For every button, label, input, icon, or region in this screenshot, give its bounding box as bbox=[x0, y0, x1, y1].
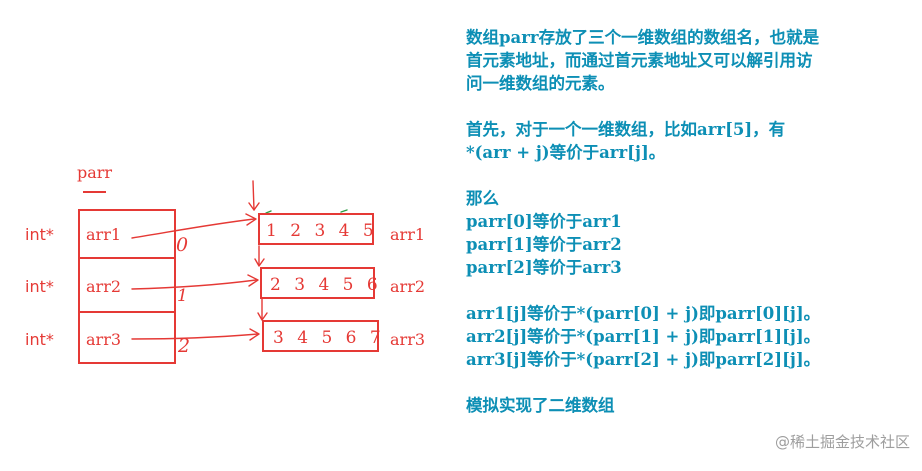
index-mark: 1 bbox=[177, 286, 188, 306]
array-name: arr3 bbox=[390, 330, 425, 349]
small-mark bbox=[340, 209, 348, 213]
note-line: parr[0]等价于arr1 bbox=[466, 212, 622, 231]
array-values: 3 4 5 6 7 bbox=[273, 328, 385, 348]
array-box bbox=[258, 213, 374, 245]
arrow-line bbox=[131, 218, 255, 239]
arrow-head bbox=[249, 328, 260, 341]
note-line: *(arr + j)等价于arr[j]。 bbox=[466, 143, 666, 162]
note-line: 数组parr存放了三个一维数组的数组名，也就是 bbox=[466, 28, 820, 47]
pointer-stroke-head bbox=[254, 258, 265, 267]
note-line: parr[1]等价于arr2 bbox=[466, 235, 622, 254]
arrow-head bbox=[245, 213, 257, 226]
parr-label: parr bbox=[77, 163, 112, 182]
array-name: arr1 bbox=[390, 225, 425, 244]
note-line: 那么 bbox=[466, 189, 499, 208]
note-gap bbox=[466, 371, 916, 394]
note-line: arr1[j]等价于*(parr[0] + j)即parr[0][j]。 bbox=[466, 304, 821, 323]
note-gap bbox=[466, 279, 916, 302]
parr-slot-label: arr3 bbox=[86, 330, 121, 349]
watermark: @稀土掘金技术社区 bbox=[774, 433, 910, 451]
pointer-array-diagram: parr int* int* int* arr1 arr2 arr3 0 1 2… bbox=[25, 163, 425, 364]
note-line: arr2[j]等价于*(parr[1] + j)即parr[1][j]。 bbox=[466, 327, 821, 346]
arrow-line bbox=[131, 333, 259, 340]
index-mark: 0 bbox=[176, 234, 188, 256]
note-line: 首元素地址，而通过首元素地址又可以解引用访 bbox=[466, 51, 813, 70]
array-values: 1 2 3 4 5 bbox=[266, 221, 378, 241]
note-line: 首先，对于一个一维数组，比如arr[5]，有 bbox=[466, 120, 786, 139]
array-box bbox=[260, 267, 375, 299]
note-line: 问一维数组的元素。 bbox=[466, 74, 615, 93]
explanation-notes: 数组parr存放了三个一维数组的数组名，也就是 首元素地址，而通过首元素地址又可… bbox=[466, 26, 916, 417]
array-values: 2 3 4 5 6 bbox=[270, 275, 382, 295]
note-gap bbox=[466, 95, 916, 118]
parr-box bbox=[78, 209, 176, 364]
note-line: arr3[j]等价于*(parr[2] + j)即parr[2][j]。 bbox=[466, 350, 821, 369]
row-type-label: int* bbox=[25, 225, 54, 244]
pointer-stroke bbox=[252, 180, 255, 211]
pointer-stroke-head bbox=[248, 202, 260, 211]
parr-slot-label: arr1 bbox=[86, 225, 121, 244]
note-gap bbox=[466, 164, 916, 187]
small-mark bbox=[265, 210, 272, 214]
array-name: arr2 bbox=[390, 277, 425, 296]
row-type-label: int* bbox=[25, 330, 54, 349]
row-type-label: int* bbox=[25, 277, 54, 296]
note-line: parr[2]等价于arr3 bbox=[466, 258, 622, 277]
note-line: 模拟实现了二维数组 bbox=[466, 396, 615, 415]
arrow-line bbox=[247, 274, 259, 287]
array-box bbox=[262, 320, 379, 352]
arrow-line bbox=[131, 279, 257, 290]
index-mark: 2 bbox=[177, 335, 190, 357]
parr-slot-label: arr2 bbox=[86, 277, 121, 296]
